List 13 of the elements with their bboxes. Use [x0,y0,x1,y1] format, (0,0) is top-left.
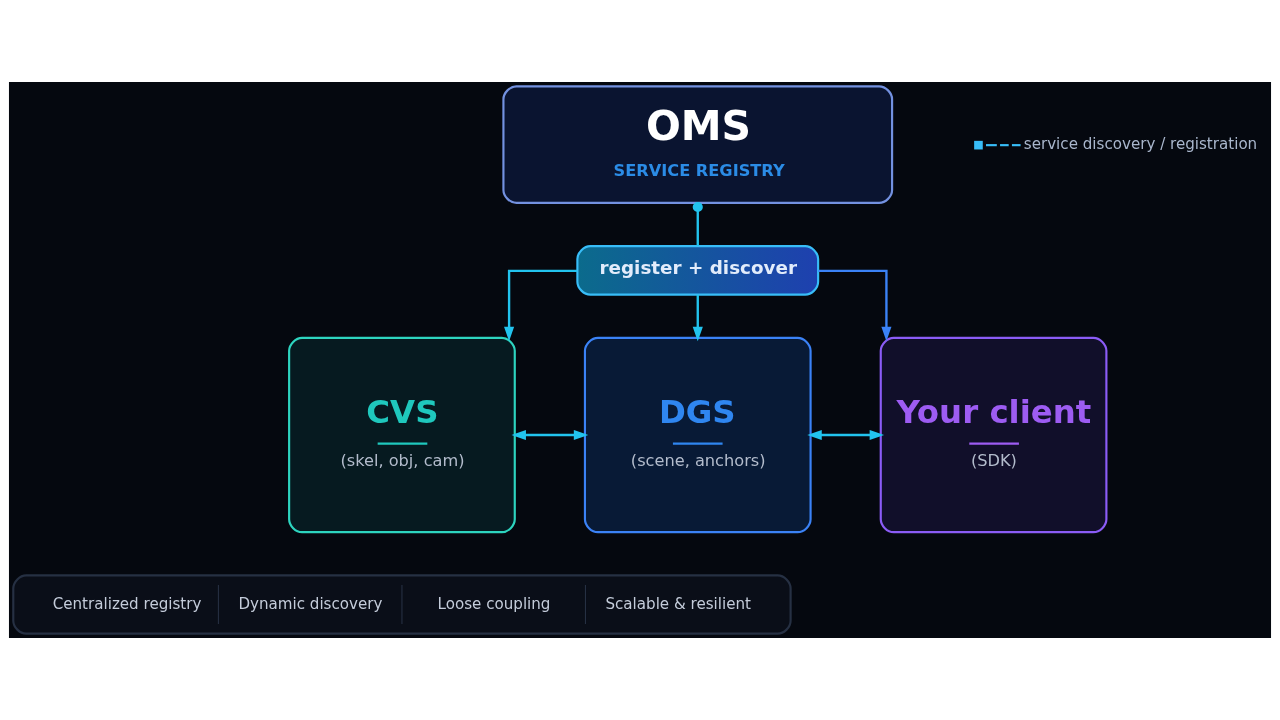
node-box: OMS SERVICE REGISTRY [502,85,894,204]
arrow [818,269,892,342]
legend-label: service discovery / registration [1023,135,1258,154]
arrow [504,269,578,342]
node-box: CVS (skel, obj, cam) [288,336,516,534]
node-box: Centralized registry Dynamic discovery Loose coupling Scalable & resilient [12,574,792,635]
node-box: Your client (SDK) [879,336,1108,534]
node-box: DGS (scene, anchors) [583,336,812,534]
arrow [511,429,589,441]
arrow [692,294,703,342]
arrow [807,429,885,441]
node-box: register + discover [576,245,820,296]
connector [692,201,703,246]
